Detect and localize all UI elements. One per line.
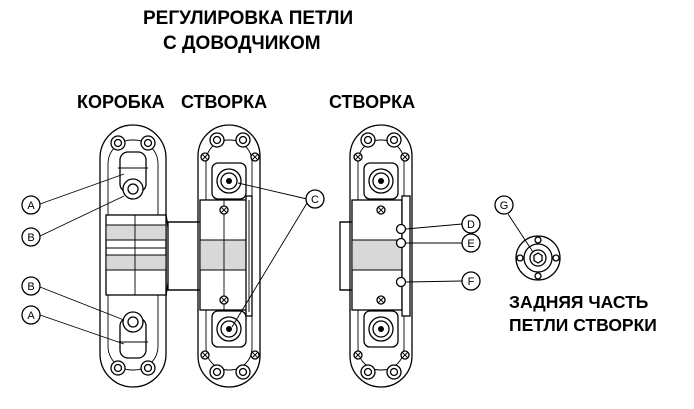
svg-text:C: C	[311, 194, 319, 206]
frame-hinge	[99, 124, 171, 388]
svg-text:A: A	[27, 310, 35, 322]
leaf-side-view-label: СТВОРКА	[329, 92, 416, 112]
leaf-hinge-side	[339, 124, 413, 388]
callout-A-bottom: A	[21, 305, 41, 325]
leader-lines	[39, 173, 534, 345]
leaf-hinge	[167, 124, 261, 388]
leaf-view-label: СТВОРКА	[181, 92, 268, 112]
callout-B-bottom: B	[21, 276, 41, 296]
back-view-label-line-1: ЗАДНЯЯ ЧАСТЬ	[509, 292, 649, 312]
back-view-label-line-2: ПЕТЛИ СТВОРКИ	[509, 315, 657, 335]
svg-text:B: B	[27, 281, 34, 293]
adjust-screw-D	[395, 223, 407, 235]
svg-text:G: G	[500, 200, 509, 212]
adjust-screw-F	[395, 276, 407, 288]
hinge-back-view	[515, 235, 561, 281]
svg-text:F: F	[468, 276, 475, 288]
adjust-screw-E	[395, 237, 407, 249]
callout-C: C	[305, 189, 325, 209]
callout-B-top: B	[21, 227, 41, 247]
callout-E: E	[461, 233, 481, 253]
svg-text:B: B	[27, 232, 34, 244]
svg-text:A: A	[27, 200, 35, 212]
diagram-title-line-1: РЕГУЛИРОВКА ПЕТЛИ	[143, 8, 354, 29]
svg-text:E: E	[467, 238, 474, 250]
diagram-title-line-2: С ДОВОДЧИКОМ	[163, 33, 321, 54]
callout-F: F	[461, 271, 481, 291]
svg-text:D: D	[467, 219, 475, 231]
callout-G: G	[494, 195, 514, 215]
frame-view-label: КОРОБКА	[77, 92, 165, 112]
callout-D: D	[461, 214, 481, 234]
callout-A-top: A	[21, 195, 41, 215]
